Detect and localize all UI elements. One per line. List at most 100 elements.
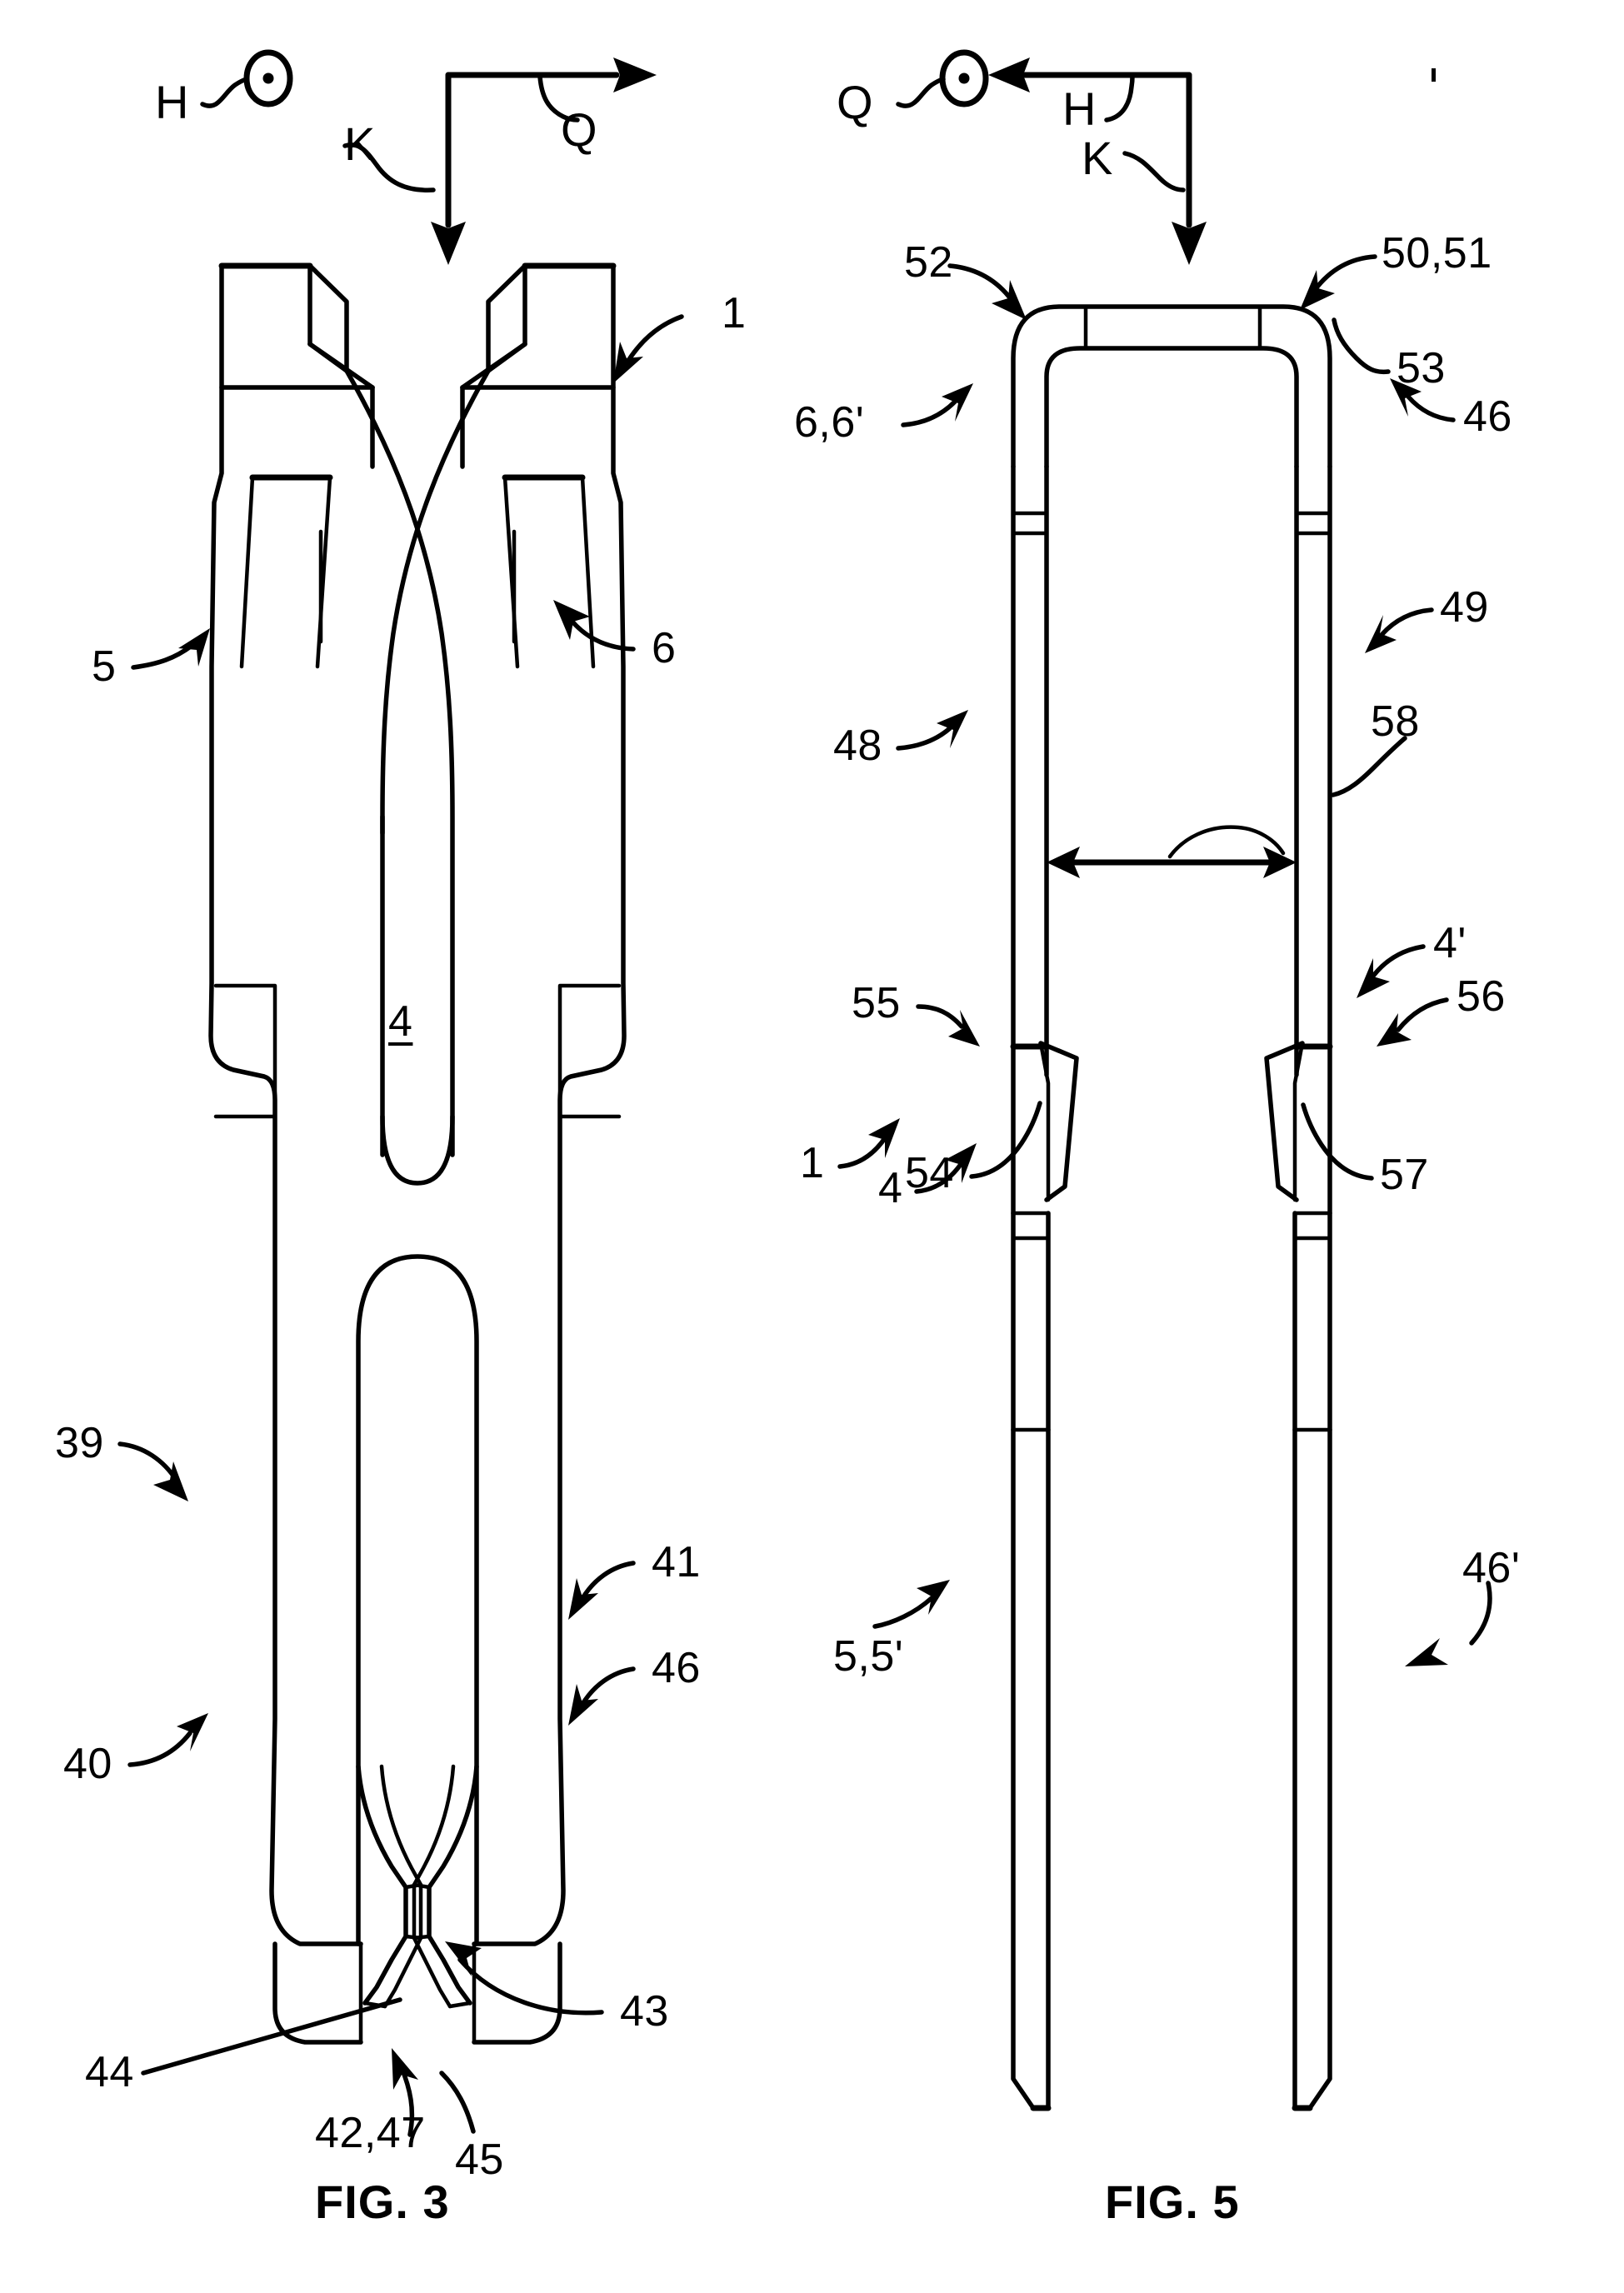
fig3-ref-5: 5	[92, 642, 117, 691]
fig3-leader-41	[579, 1561, 636, 1602]
fig3-leader-40	[127, 1731, 192, 1767]
fig5-ref-46prime: 46'	[1462, 1544, 1521, 1592]
fig3-caption: FIG. 3	[315, 2176, 450, 2228]
fig3-axis-label-q: Q	[561, 103, 597, 156]
fig3-leader-46-arrowhead-icon	[568, 1684, 598, 1726]
fig3-leader-42-47-arrowhead-icon	[392, 2048, 418, 2090]
fig5-leader-49	[1379, 607, 1434, 637]
fig5-left-leg-shank	[1011, 1427, 1051, 2111]
fig3-leader-6-arrowhead-icon	[553, 600, 590, 640]
scan-artifact-speck	[1432, 68, 1436, 82]
fig5-leader-4-arrowhead-icon	[945, 1143, 977, 1183]
fig3-left-shoulder-inner-edge	[315, 475, 332, 669]
fig3-h-leader-line	[200, 77, 249, 108]
fig3-leader-46	[579, 1666, 636, 1708]
fig3-leader-5-arrowhead-icon	[178, 628, 210, 667]
fig3-ref-1: 1	[722, 289, 747, 337]
fig5-part-outline	[1010, 304, 1333, 2111]
fig5-crown-inner-contour	[1044, 346, 1299, 469]
fig5-leader-50-51	[1312, 254, 1377, 292]
fig5-right-barb-inner	[1292, 1041, 1305, 1202]
fig3-k-arrowhead-icon	[431, 222, 466, 265]
fig5-out-of-plane-dot-icon	[958, 72, 970, 84]
fig3-ref-6: 6	[652, 624, 677, 672]
fig3-left-shoulder-outer-edge	[239, 475, 255, 669]
fig5-q-leader-line	[896, 77, 946, 108]
fig3-right-leg-bottom-cap	[472, 1941, 562, 2045]
fig5-axis-label-k: K	[1082, 132, 1113, 184]
fig3-k-leader-line	[342, 142, 436, 192]
fig5-leader-6-6prime-arrowhead-icon	[1390, 378, 1422, 417]
fig5-leader-58-inner-hook	[1167, 825, 1286, 859]
fig3-ref-44: 44	[85, 2048, 134, 2096]
fig5-left-barb-outer	[1038, 1041, 1079, 1202]
fig5-leader-52	[947, 263, 1014, 302]
fig5-leader-5-5prime-arrowhead-icon	[942, 383, 973, 422]
fig3-leader-43-arrowhead-icon	[445, 1941, 482, 1976]
fig3-q-leader-line	[537, 74, 580, 122]
fig5-left-barb-inner	[1038, 1041, 1051, 1202]
fig5-leader-57	[1301, 1102, 1374, 1181]
fig5-k-leader-line	[1122, 151, 1186, 192]
fig3-leader-45	[439, 2071, 476, 2134]
fig3-right-shoulder-inner-edge	[502, 475, 520, 669]
fig5-leader-55	[916, 1004, 964, 1029]
fig5-ref-53: 53	[1397, 344, 1446, 392]
fig5-axis-label-h: H	[1062, 82, 1097, 135]
fig3-leader-39-arrowhead-icon	[153, 1461, 188, 1501]
fig3-upper-slot-round-bottom	[380, 1114, 455, 1186]
fig5-ref-48: 48	[833, 722, 882, 770]
fig5-leader-46	[872, 1596, 934, 1629]
fig5-leader-55-arrowhead-icon	[948, 1010, 980, 1047]
fig5-leader-56-arrowhead-icon	[1377, 1013, 1412, 1047]
fig5-leader-6-6prime	[1406, 394, 1456, 422]
fig5-leader-lines	[837, 254, 1492, 1666]
fig5-ref-54: 54	[905, 1149, 954, 1197]
fig3-leader-5	[131, 643, 194, 670]
fig3-left-inner-jaw-inner	[379, 1764, 423, 2009]
fig5-ref-55: 55	[852, 979, 901, 1027]
fig5-ref-6-6prime: 46	[1463, 392, 1512, 441]
fig3-out-of-plane-dot-icon	[262, 72, 274, 84]
fig3-part-outline	[208, 262, 627, 2045]
fig5-leader-54	[969, 1101, 1042, 1179]
fig5-leader-52-arrowhead-icon	[992, 280, 1027, 320]
fig5-leader-53	[1332, 317, 1391, 375]
fig3-right-inner-jaw-inner	[412, 1764, 456, 2009]
fig3-lower-slot-outline	[356, 1254, 479, 1946]
fig5-axis-indicator	[896, 49, 1207, 265]
fig3-left-arm-waist-diagonal	[307, 342, 375, 390]
fig3-ref-4: 4	[388, 997, 413, 1046]
fig5-ref-50-51: 50,51	[1382, 229, 1492, 277]
fig5-ref-52: 52	[904, 238, 953, 287]
fig3-ref-40: 40	[63, 1740, 112, 1788]
fig3-left-side-notch	[213, 983, 277, 1119]
fig5-right-barb-outer	[1264, 1041, 1305, 1202]
fig5-axis-label-q: Q	[837, 76, 873, 128]
fig5-h-arrowhead-icon	[988, 57, 1030, 92]
fig5-leader-5-5prime	[901, 399, 957, 427]
fig3-right-throat-curve	[380, 368, 491, 1157]
fig3-axis-label-h: H	[155, 76, 189, 128]
fig5-k-arrowhead-icon	[1172, 222, 1207, 265]
fig3-ref-42-47: 42,47	[315, 2109, 426, 2157]
fig3-leader-lines	[117, 314, 684, 2137]
fig5-leader-4	[914, 1161, 964, 1194]
fig5-leader-46-arrowhead-icon	[917, 1580, 950, 1615]
fig5-leader-46prime-arrowhead-icon	[1405, 1638, 1448, 1666]
fig3-right-arm-bevel-outer	[486, 263, 527, 373]
fig3-ref-45: 45	[455, 2136, 504, 2184]
fig3-ref-39: 39	[55, 1419, 104, 1467]
fig5-crown-outer-contour	[1011, 304, 1332, 469]
fig5-leader-1-arrowhead-icon	[868, 1118, 900, 1158]
fig3-right-inner-jaw-outer	[427, 1764, 479, 2006]
fig3-q-arrowhead-icon	[613, 57, 657, 92]
fig3-leader-6	[569, 618, 636, 652]
fig5-caption: FIG. 5	[1105, 2176, 1240, 2228]
fig5-ref-4: 4	[878, 1164, 903, 1212]
fig5-ref-1: 1	[800, 1139, 825, 1187]
fig3-left-throat-curve	[344, 368, 455, 1157]
fig3-ref-46: 46	[652, 1644, 701, 1692]
fig5-right-leg-shank	[1292, 1427, 1332, 2111]
